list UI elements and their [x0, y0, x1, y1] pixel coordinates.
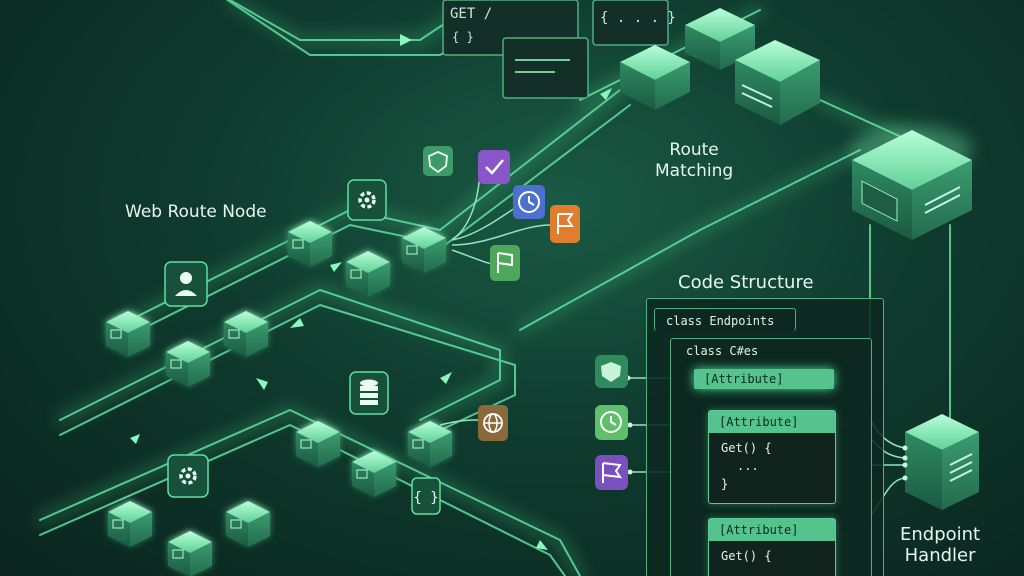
code-block-2: [Attribute] Get() { ... — [708, 518, 836, 576]
method-signature-2: Get() { — [721, 549, 772, 563]
shield-check-icon — [423, 146, 453, 176]
shield-icon — [595, 355, 628, 388]
get-snippet: GET / — [450, 6, 493, 22]
wire-dots — [625, 375, 908, 481]
route-cube — [402, 227, 446, 273]
braces-dots-snippet: { . . . } — [600, 10, 676, 26]
route-cube — [346, 251, 390, 297]
flag-icon — [595, 455, 628, 490]
route-cube — [226, 501, 270, 547]
method-body-2: ... — [737, 567, 759, 576]
route-cube — [108, 501, 152, 547]
class-cs-text: class C#es — [686, 344, 759, 358]
attribute-icons — [595, 355, 628, 490]
route-cubes — [106, 221, 452, 576]
route-cube — [352, 451, 396, 497]
flag-icon — [490, 245, 520, 281]
route-cube — [296, 421, 340, 467]
database-icon — [349, 371, 389, 415]
route-cube — [166, 341, 210, 387]
attribute-tag-2: [Attribute] — [709, 411, 835, 433]
snippet-panels — [442, 0, 669, 99]
svg-text:{ }: { } — [413, 490, 438, 506]
clock-icon — [513, 185, 545, 219]
attribute-tag-1: [Attribute] — [694, 369, 834, 389]
route-matching-label: Route Matching — [655, 140, 734, 181]
method-signature-1: Get() { — [721, 441, 772, 455]
gear-icon — [167, 454, 209, 498]
endpoint-handler-label: Endpoint Handler — [900, 524, 981, 566]
clock-icon — [595, 405, 628, 440]
braces-icon: { } — [411, 477, 441, 515]
route-cube — [288, 221, 332, 267]
class-endpoints-text: class Endpoints — [666, 314, 775, 328]
route-cube — [408, 421, 452, 467]
badge-icons — [423, 146, 580, 441]
code-structure-label: Code Structure — [678, 272, 814, 293]
code-block-1: [Attribute] Get() { ... } — [708, 410, 836, 504]
braces-snippet: { } — [452, 30, 474, 44]
method-close-1: } — [721, 477, 729, 491]
web-route-node-label: Web Route Node — [125, 202, 267, 222]
flag-icon — [550, 205, 580, 243]
class-endpoints-tab — [654, 308, 796, 331]
attribute-tag-3: [Attribute] — [709, 519, 835, 541]
main-endpoint-server — [852, 125, 972, 240]
route-matching-server — [620, 8, 820, 125]
route-cube — [168, 531, 212, 576]
check-icon — [478, 150, 510, 184]
route-cube — [224, 311, 268, 357]
route-node-icons: { } — [164, 179, 441, 515]
gear-icon — [347, 179, 387, 221]
user-icon — [164, 261, 208, 307]
track-arrows — [130, 34, 772, 550]
endpoint-handler-server — [905, 414, 979, 510]
route-cube — [106, 311, 150, 357]
globe-icon — [478, 405, 508, 441]
method-body-1: ... — [737, 459, 759, 473]
